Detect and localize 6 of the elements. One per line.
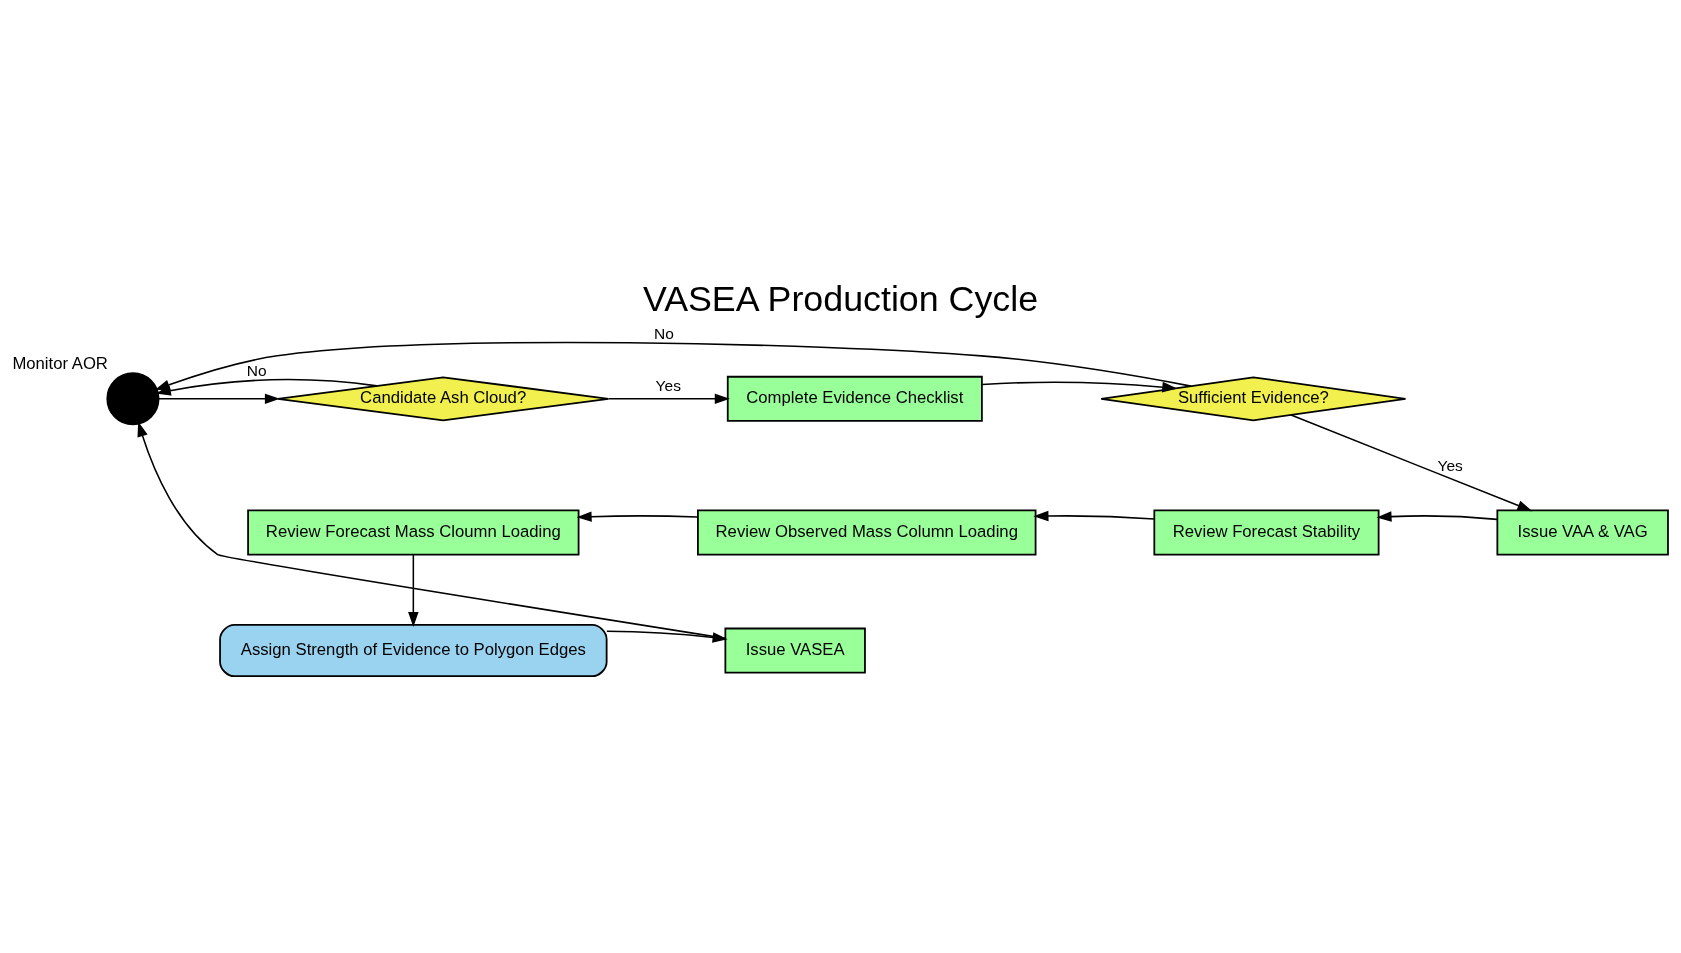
node-label: Monitor AOR: [12, 353, 108, 373]
edge-label: No: [653, 324, 674, 342]
edge-label: Yes: [1437, 456, 1463, 474]
edge-label: No: [246, 361, 267, 379]
edge-label: Yes: [655, 376, 681, 394]
diagram-title: VASEA Production Cycle: [642, 278, 1039, 319]
